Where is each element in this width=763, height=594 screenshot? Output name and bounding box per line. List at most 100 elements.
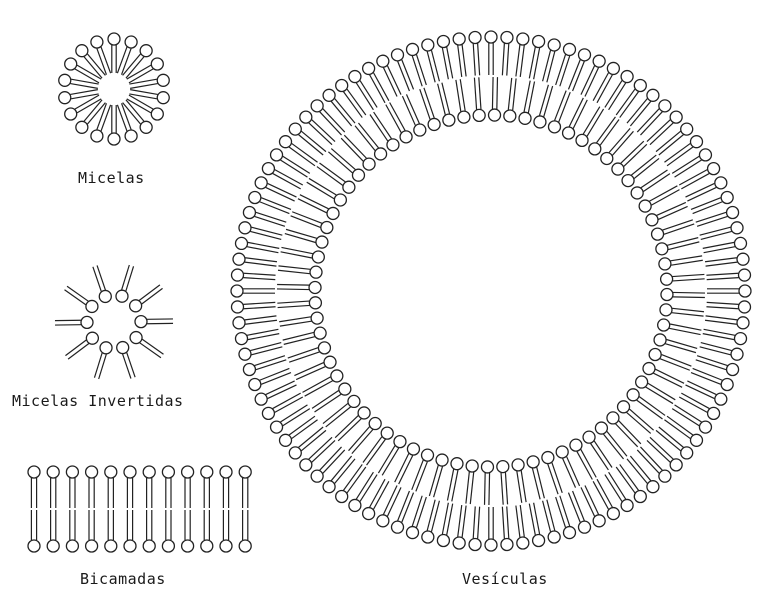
- inverted-micelle-lipid: [65, 286, 98, 312]
- vesicle-inner-lipid: [646, 202, 688, 225]
- vesicle-inner-lipid: [618, 401, 654, 434]
- vesicle-inner-lipid: [363, 427, 393, 465]
- bilayer-top-lipid: [86, 466, 98, 508]
- vesicle-inner-lipid: [527, 456, 544, 499]
- vesicle-inner-lipid: [285, 229, 328, 248]
- vesicle-inner-lipid: [277, 281, 321, 293]
- vesicle-inner-lipid: [355, 123, 387, 160]
- inverted-micelle-lipid: [65, 332, 98, 359]
- vesicle-inner-lipid: [283, 327, 326, 344]
- vesicle-inner-lipid: [489, 77, 501, 121]
- vesicle-inner-lipid: [658, 319, 702, 335]
- vesicle-inner-lipid: [583, 431, 612, 470]
- vesicle-outer-lipid: [706, 269, 750, 281]
- vesicle-inner-lipid: [288, 342, 331, 362]
- vesicle-outer-lipid: [469, 32, 481, 76]
- vesicle-outer-lipid: [706, 301, 750, 313]
- vesicle-structure: [231, 31, 751, 551]
- vesicle-outer-lipid: [501, 32, 513, 76]
- vesicle-outer-lipid: [485, 31, 497, 75]
- vesicle-inner-lipid: [291, 212, 333, 234]
- vesicle-inner-lipid: [622, 155, 659, 187]
- vesicle-inner-lipid: [277, 297, 321, 309]
- micelle-lipid: [108, 105, 120, 145]
- vesicle-outer-lipid: [453, 33, 466, 77]
- vesicle-outer-lipid: [705, 253, 749, 266]
- bilayer-top-lipid: [105, 466, 117, 508]
- vesicle-inner-lipid: [576, 107, 604, 147]
- vesicle-inner-lipid: [370, 112, 399, 151]
- bilayer-bottom-lipid: [239, 510, 251, 552]
- vesicle-outer-lipid: [232, 301, 276, 313]
- vesicle-outer-lipid: [437, 503, 452, 547]
- micelas-label: Micelas: [78, 169, 145, 187]
- vesicle-inner-lipid: [429, 454, 448, 497]
- vesicle-inner-lipid: [438, 83, 455, 126]
- bilayer-bottom-lipid: [143, 510, 155, 552]
- vesicle-outer-lipid: [700, 222, 743, 240]
- vesicle-outer-lipid: [232, 269, 276, 281]
- vesicle-outer-lipid: [605, 472, 633, 511]
- vesicle-outer-lipid: [593, 62, 619, 102]
- micelle-lipid: [129, 74, 169, 88]
- vesicle-outer-lipid: [437, 36, 452, 80]
- vesicle-inner-lipid: [601, 128, 634, 164]
- vesicle-outer-lipid: [703, 329, 747, 344]
- inverted-micelle-lipid: [55, 316, 93, 328]
- micelas-invertidas-label: Micelas Invertidas: [12, 392, 184, 410]
- micelle-lipid: [108, 33, 120, 73]
- bilayer-top-lipid: [47, 466, 59, 508]
- bilayer-top-lipid: [143, 466, 155, 508]
- vesicle-inner-lipid: [542, 452, 562, 495]
- vesicle-outer-lipid: [679, 163, 719, 189]
- inverted-micelle-lipid: [116, 265, 134, 302]
- bilayer-top-lipid: [201, 466, 213, 508]
- vesicle-inner-lipid: [612, 141, 647, 175]
- bicamadas-label: Bicamadas: [80, 570, 166, 588]
- vesicle-outer-lipid: [236, 329, 280, 344]
- vesicle-outer-lipid: [679, 393, 719, 419]
- vesicle-inner-lipid: [519, 81, 535, 125]
- bilayer-bottom-lipid: [105, 510, 117, 552]
- vesicle-outer-lipid: [485, 507, 497, 551]
- bilayer-bottom-lipid: [162, 510, 174, 552]
- bilayer-structure: [28, 466, 251, 552]
- bilayer-bottom-lipid: [47, 510, 59, 552]
- vesicle-inner-lipid: [402, 94, 425, 136]
- vesicle-inner-lipid: [631, 170, 670, 199]
- vesicle-outer-lipid: [271, 149, 310, 177]
- inverted-micelle-structure: [55, 265, 173, 379]
- vesicle-inner-lipid: [278, 266, 322, 278]
- vesicle-outer-lipid: [363, 62, 389, 102]
- vesicle-inner-lipid: [312, 383, 351, 412]
- vesicle-inner-lipid: [656, 238, 699, 255]
- vesicle-inner-lipid: [595, 422, 627, 459]
- vesicle-outer-lipid: [363, 479, 389, 519]
- bilayer-bottom-lipid: [66, 510, 78, 552]
- bilayer-top-lipid: [66, 466, 78, 508]
- bilayer-top-lipid: [239, 466, 251, 508]
- vesicle-outer-lipid: [705, 316, 749, 329]
- vesicle-outer-lipid: [422, 39, 440, 82]
- vesicle-outer-lipid: [672, 149, 711, 177]
- vesicle-outer-lipid: [605, 71, 633, 110]
- vesicle-outer-lipid: [469, 506, 481, 550]
- vesicle-outer-lipid: [262, 393, 302, 419]
- vesicle-inner-lipid: [660, 304, 704, 316]
- vesicle-inner-lipid: [456, 79, 470, 123]
- vesicle-inner-lipid: [447, 458, 463, 502]
- vesicle-inner-lipid: [659, 256, 703, 270]
- bilayer-top-lipid: [162, 466, 174, 508]
- vesicle-inner-lipid: [378, 436, 406, 476]
- vesicle-inner-lipid: [652, 220, 695, 240]
- vesicle-inner-lipid: [412, 449, 434, 491]
- vesicle-inner-lipid: [661, 273, 705, 285]
- vesicle-inner-lipid: [307, 178, 347, 206]
- vesicle-outer-lipid: [239, 343, 282, 361]
- vesicle-inner-lipid: [281, 247, 325, 263]
- vesicle-inner-lipid: [497, 461, 509, 505]
- vesicle-inner-lipid: [279, 312, 323, 326]
- inverted-micelle-lipid: [130, 332, 163, 358]
- vesicle-inner-lipid: [466, 460, 478, 504]
